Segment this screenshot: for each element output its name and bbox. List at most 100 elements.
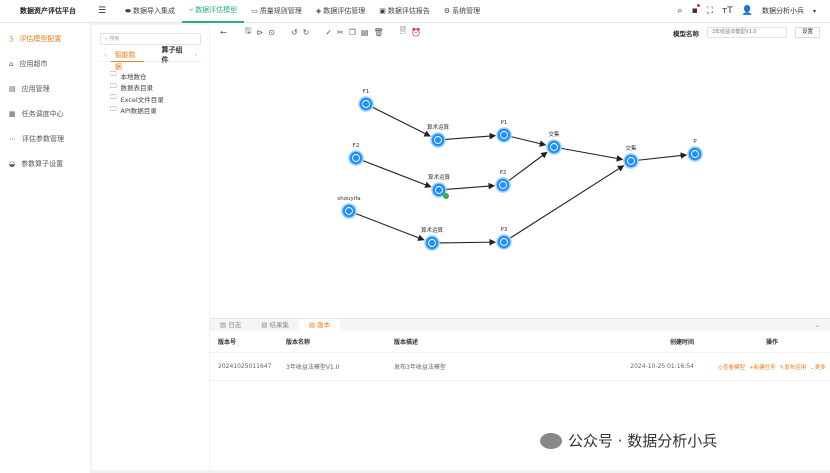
message-icon[interactable]: ▪ — [691, 4, 700, 16]
undo-icon[interactable]: ↺ — [290, 27, 298, 37]
graph-node[interactable]: P1 — [496, 120, 512, 143]
graph-node[interactable]: shouyifa — [337, 196, 361, 219]
node-label: P1 — [501, 120, 508, 126]
gear-icon: ⚙ — [443, 7, 451, 15]
model-name-input[interactable]: 3年收益法模型V1.0 — [706, 27, 787, 38]
font-size-icon[interactable]: тT — [722, 6, 733, 16]
tab-prev-icon[interactable]: ‹ — [104, 51, 107, 59]
collapse-icon[interactable]: ⌄ — [814, 321, 820, 329]
app-title: 数据资产评估平台 — [20, 7, 76, 15]
sidebar-item-label: 应用管理 — [21, 84, 50, 93]
nav-eval-model[interactable]: ⑂数据评估模型 — [181, 0, 245, 23]
created-cell: 2024-10-25 01:16:54 — [630, 363, 694, 370]
sidebar-item-label: 任务调度中心 — [21, 109, 64, 118]
graph-node[interactable]: 算术运算 — [421, 226, 444, 251]
canvas-toolbar: ← 🖫 ⊳ ⊙ ↺ ↻ ✓ ✂ ❐ ▤ 🗑 🗎 ⏰ — [220, 25, 421, 39]
tab-operators[interactable]: 算子组件 — [161, 46, 183, 64]
tree-item[interactable]: 🗀Excel文件目录 — [110, 93, 209, 105]
edge — [560, 147, 624, 162]
user-name[interactable]: 数据分析小兵 — [761, 7, 804, 15]
tree-item[interactable]: 🗀API数据目录 — [110, 105, 209, 117]
menu-toggle-icon[interactable]: ☰ — [98, 6, 107, 16]
node-circle[interactable] — [431, 182, 447, 198]
graph-node[interactable]: 算术运算 — [427, 123, 450, 148]
node-label: shouyifa — [337, 196, 360, 202]
clock-icon[interactable]: ⏰ — [411, 27, 422, 37]
edge — [444, 132, 497, 141]
nav-data-import[interactable]: ⬬数据导入集成 — [118, 0, 182, 23]
redo-icon[interactable]: ↻ — [302, 27, 310, 37]
tree-item[interactable]: 🗀本地数仓 — [110, 70, 209, 82]
new-task-link[interactable]: +新建任务 — [748, 364, 776, 371]
graph-node[interactable]: F2 — [348, 143, 364, 166]
sidebar-item-operator-settings[interactable]: ◒参数算子设置 — [0, 151, 90, 176]
node-circle[interactable] — [430, 132, 446, 148]
copy-icon[interactable]: ❐ — [348, 27, 356, 37]
node-circle[interactable] — [348, 150, 364, 166]
run-icon[interactable]: ⊳ — [256, 27, 264, 37]
back-arrow-icon[interactable]: ← — [220, 27, 227, 37]
node-label: P — [693, 139, 697, 145]
node-circle[interactable] — [341, 203, 357, 219]
edge — [508, 151, 548, 182]
edge — [372, 106, 431, 137]
tab-label: 日志 — [228, 321, 242, 329]
tab-results[interactable]: ▤ 结果集 — [261, 321, 289, 329]
tab-smart-data[interactable]: 智能数据 — [110, 49, 144, 71]
stop-icon[interactable]: ⊙ — [268, 27, 275, 37]
node-circle[interactable] — [546, 139, 562, 155]
model-icon: ⑂ — [188, 6, 194, 14]
search-icon[interactable]: ⌕ — [677, 6, 683, 16]
more-link[interactable]: ⌄更多 — [810, 364, 826, 371]
sidebar-item-label: 评估模型配置 — [19, 34, 62, 43]
graph-node[interactable]: P — [687, 139, 703, 162]
graph-node[interactable]: P2 — [495, 170, 511, 193]
node-circle[interactable] — [496, 234, 512, 250]
export-icon[interactable]: 🗎 — [399, 26, 407, 35]
chevron-down-icon[interactable]: ▾ — [812, 7, 816, 15]
nav-eval-manage[interactable]: ◈数据评估管理 — [309, 0, 372, 23]
edge — [445, 182, 496, 191]
tab-next-icon[interactable]: › — [194, 51, 197, 59]
nav-label: 系统管理 — [452, 7, 481, 15]
node-circle[interactable] — [623, 153, 639, 169]
node-gauge-icon — [627, 157, 635, 165]
graph-node[interactable]: P3 — [496, 227, 512, 250]
node-circle[interactable] — [687, 146, 703, 162]
fullscreen-icon[interactable]: ⛶ — [706, 6, 714, 16]
node-circle[interactable] — [358, 96, 374, 112]
check-icon[interactable]: ✓ — [325, 27, 333, 37]
search-input[interactable]: ⌕ 搜索 — [100, 33, 201, 45]
tab-label: 版本 — [317, 321, 331, 329]
graph-node[interactable]: F1 — [358, 89, 374, 112]
column-header: 版本描述 — [394, 339, 419, 346]
nav-quality-rules[interactable]: ▭质量规则管理 — [244, 0, 309, 23]
paste-icon[interactable]: ▤ — [360, 27, 369, 37]
cut-icon[interactable]: ✂ — [337, 27, 344, 37]
column-header: 操作 — [765, 339, 778, 346]
node-circle[interactable] — [496, 127, 512, 143]
graph-node[interactable]: 算术运算 — [428, 173, 451, 199]
graph-node[interactable]: 交集 — [623, 144, 639, 169]
sidebar-item-app-market[interactable]: ⌂应用超市 — [0, 51, 90, 76]
node-gauge-icon — [499, 181, 507, 189]
graph-node[interactable]: 交集 — [546, 130, 562, 155]
nav-system[interactable]: ⚙系统管理 — [437, 0, 487, 23]
nav-eval-report[interactable]: ▣数据评估报告 — [372, 0, 437, 23]
avatar[interactable]: 👤 — [741, 6, 753, 16]
tab-log[interactable]: ▤ 日志 — [220, 321, 242, 329]
sidebar-item-app-manage[interactable]: ▤应用管理 — [0, 76, 90, 101]
model-canvas[interactable]: ← 🖫 ⊳ ⊙ ↺ ↻ ✓ ✂ ❐ ▤ 🗑 🗎 ⏰ 模型名称 3年收益法模型V1… — [210, 23, 830, 318]
delete-icon[interactable]: 🗑 — [373, 27, 384, 37]
tree-item[interactable]: 🗀数据表目录 — [110, 82, 209, 94]
save-icon[interactable]: 🖫 — [244, 26, 252, 35]
sidebar-item-param-manage[interactable]: ⋯评估参数管理 — [0, 126, 90, 151]
publish-link[interactable]: ✎发布应用 — [779, 364, 807, 371]
node-circle[interactable] — [424, 235, 440, 251]
node-circle[interactable] — [495, 177, 511, 193]
tab-versions[interactable]: ▤ 版本 — [298, 319, 341, 331]
settings-button[interactable]: 设置 — [794, 27, 820, 38]
sidebar-item-task-center[interactable]: ▦任务调度中心 — [0, 101, 90, 126]
view-model-link[interactable]: ◎查看模型 — [718, 364, 745, 371]
